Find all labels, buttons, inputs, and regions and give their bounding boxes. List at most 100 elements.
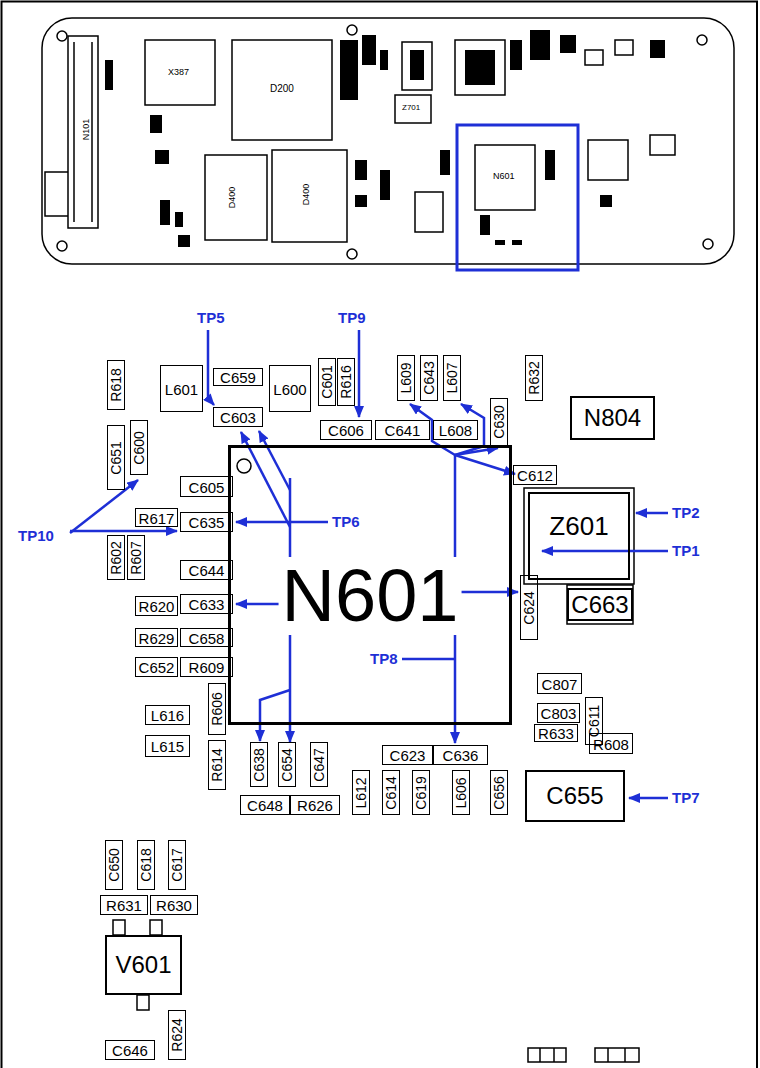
board-rect	[512, 240, 522, 245]
component-outline: R631	[100, 895, 148, 915]
component-outline: R630	[150, 895, 198, 915]
board-rect	[415, 192, 443, 232]
board-rect	[137, 995, 149, 1010]
part-label: R618	[109, 368, 123, 401]
board-rect	[524, 488, 634, 584]
part-label: L609	[399, 362, 413, 393]
part-label: C652	[139, 660, 175, 675]
board-line	[73, 42, 75, 222]
board-circle	[347, 25, 357, 35]
board-rect	[475, 145, 535, 210]
component-outline: R633	[534, 724, 578, 742]
part-label: C650	[107, 848, 121, 881]
test-point-label: TP7	[672, 790, 700, 805]
part-label: C638	[252, 748, 266, 781]
component-outline: C655	[525, 770, 625, 822]
part-label: C654	[280, 748, 294, 781]
part-label: C644	[189, 563, 225, 578]
board-rect	[340, 40, 358, 100]
board-line	[539, 1048, 541, 1062]
board-rect	[232, 40, 332, 140]
board-rect	[380, 50, 388, 70]
board-circle	[347, 249, 357, 259]
board-rect	[585, 50, 603, 65]
board-circle	[703, 239, 713, 249]
component-outline: C644	[180, 560, 233, 580]
part-label: C617	[170, 848, 184, 881]
component-outline: C606	[320, 420, 372, 440]
component-outline: C624	[520, 575, 538, 640]
board-rect	[615, 40, 633, 55]
board-path	[629, 797, 668, 800]
component-outline: C651	[107, 425, 125, 490]
part-label: R633	[538, 726, 574, 741]
board-rect	[530, 30, 550, 60]
part-label: R631	[106, 898, 142, 913]
part-label: R617	[139, 510, 175, 525]
test-point-label: TP9	[338, 310, 366, 325]
component-outline: C623	[382, 745, 433, 765]
board-rect	[42, 18, 734, 264]
board-rect	[145, 40, 215, 105]
board-rect	[588, 140, 628, 180]
part-label: C643	[422, 361, 436, 394]
board-rect	[380, 170, 390, 200]
board-rect	[68, 36, 98, 228]
board-rect	[495, 240, 505, 245]
part-label: C606	[328, 423, 364, 438]
board-rect	[355, 195, 367, 207]
component-outline: R620	[135, 596, 179, 616]
board-rect	[150, 920, 162, 935]
part-label: C618	[139, 848, 153, 881]
part-label: C803	[541, 706, 577, 721]
board-rect	[595, 1048, 639, 1062]
component-outline: C603	[213, 407, 263, 427]
board-rect	[600, 195, 612, 207]
component-outline: L600	[269, 365, 310, 412]
board-path	[260, 690, 290, 741]
component-outline: R618	[107, 360, 125, 410]
board-part-label: N101	[82, 119, 91, 141]
part-label: L615	[151, 739, 184, 754]
component-outline: C647	[310, 742, 328, 787]
board-path	[259, 431, 290, 490]
board-rect	[455, 40, 505, 95]
part-label: R606	[210, 692, 224, 725]
board-rect	[45, 172, 69, 216]
component-outline: C617	[168, 840, 186, 890]
part-label: L600	[273, 381, 306, 396]
board-rect	[528, 1048, 566, 1062]
part-label: C630	[492, 405, 506, 438]
board-rect	[395, 95, 431, 123]
board-line	[91, 42, 93, 222]
ic-package: N601	[228, 445, 512, 725]
board-line	[553, 1048, 555, 1062]
board-line	[624, 1048, 626, 1062]
part-label: R602	[109, 541, 123, 574]
board-rect	[175, 212, 183, 227]
component-outline: L609	[397, 355, 415, 401]
component-outline: V601	[105, 935, 182, 995]
component-outline: C630	[490, 398, 508, 446]
board-rect	[650, 135, 675, 155]
component-outline: C658	[180, 628, 233, 647]
part-label: R607	[129, 541, 143, 574]
component-outline: C601	[318, 358, 336, 406]
component-outline: R616	[337, 358, 355, 406]
component-outline: R607	[127, 535, 145, 580]
part-label: R624	[170, 1018, 184, 1051]
board-rect	[402, 42, 432, 90]
board-path	[455, 591, 518, 594]
board-g	[105, 30, 665, 247]
board-rect	[480, 215, 490, 235]
board-rect	[560, 35, 576, 53]
board-path	[455, 448, 498, 455]
component-outline: L607	[443, 355, 461, 401]
part-label: C663	[571, 593, 628, 617]
component-outline: L616	[145, 705, 190, 725]
board-rect	[355, 160, 367, 180]
part-label: R626	[297, 798, 333, 813]
part-label: C614	[384, 776, 398, 809]
part-label: R609	[189, 660, 225, 675]
